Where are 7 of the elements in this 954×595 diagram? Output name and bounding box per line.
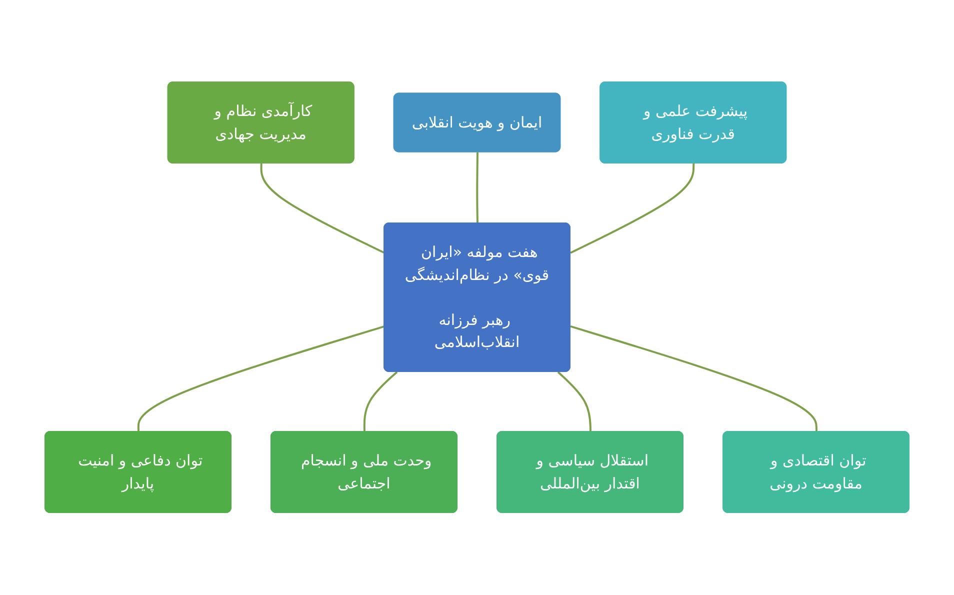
connector xyxy=(476,152,478,224)
connector xyxy=(557,372,592,432)
connector xyxy=(570,326,818,432)
connector xyxy=(260,164,385,254)
connector xyxy=(363,372,398,432)
connector xyxy=(570,164,695,254)
connector xyxy=(137,326,385,432)
